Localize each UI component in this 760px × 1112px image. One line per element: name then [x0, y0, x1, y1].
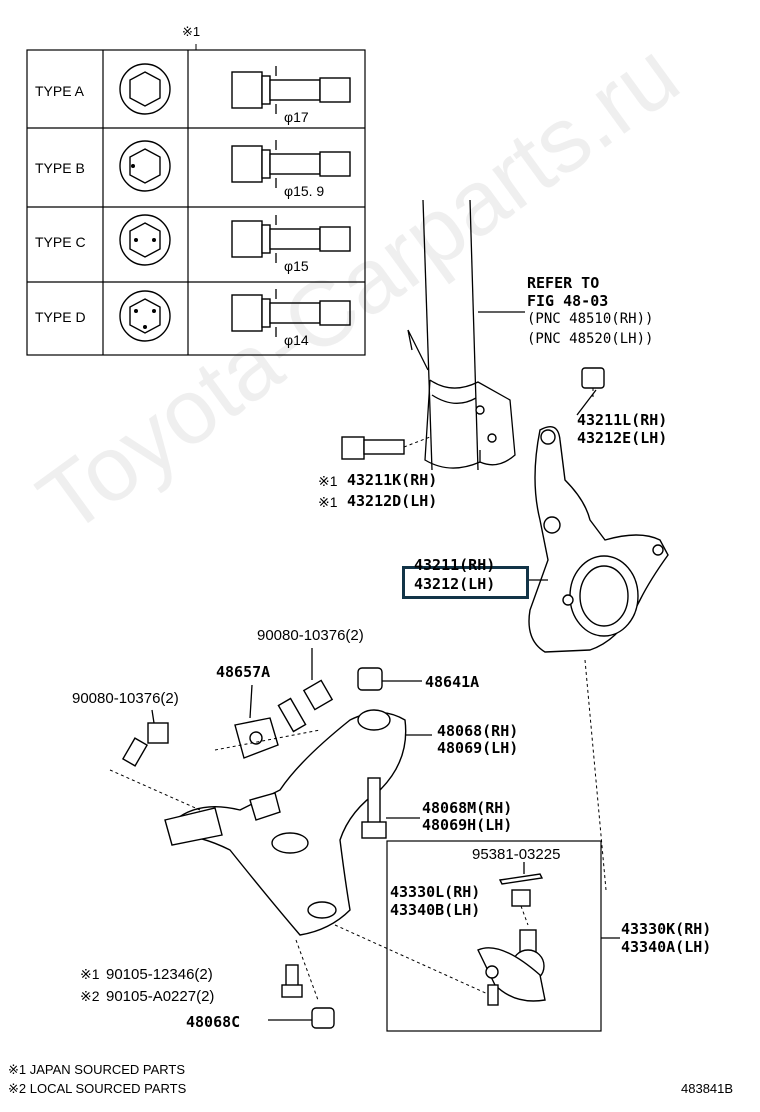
- steering-knuckle: [528, 426, 669, 891]
- highlight-box-43212: [402, 566, 529, 599]
- ball-joint-43330K-icon: [477, 929, 620, 1006]
- label-43340A[interactable]: 43340A(LH): [621, 938, 712, 956]
- type-c-label: TYPE C: [35, 234, 86, 250]
- label-48068M[interactable]: 48068M(RH): [422, 799, 513, 817]
- cotter-pin-95381-icon: [498, 862, 544, 885]
- table-header-mark: ※1: [182, 24, 201, 39]
- type-c-diameter: φ15: [284, 258, 309, 274]
- bolt-head-type-d-icon: [119, 290, 171, 342]
- nut-48068C-icon: [268, 1007, 335, 1029]
- label-43211L[interactable]: 43211L(RH): [577, 411, 668, 429]
- type-b-label: TYPE B: [35, 160, 85, 176]
- label-48069H[interactable]: 48069H(LH): [422, 816, 513, 834]
- label-43340B[interactable]: 43340B(LH): [390, 901, 481, 919]
- strut-assembly: [407, 199, 525, 471]
- bolt-90105-icon: [281, 939, 319, 1001]
- footnote-japan: ※1 JAPAN SOURCED PARTS: [8, 1062, 186, 1077]
- type-b-diameter: φ15. 9: [284, 183, 325, 199]
- bolt-type-table: [26, 44, 366, 356]
- bolt-head-type-c-icon: [119, 214, 171, 266]
- refer-line-4: (PNC 48520(LH)): [527, 331, 654, 347]
- footnote-local: ※2 LOCAL SOURCED PARTS: [8, 1081, 187, 1096]
- label-48068C[interactable]: 48068C: [186, 1013, 241, 1031]
- label-95381[interactable]: 95381-03225: [472, 846, 561, 863]
- label-43212[interactable]: 43212(LH): [414, 575, 496, 593]
- label-48068[interactable]: 48068(RH): [437, 722, 519, 740]
- bolt-48068M-icon: [361, 777, 420, 839]
- label-90105-japan[interactable]: 90105-12346(2): [106, 966, 213, 983]
- leader-43211L: [576, 389, 597, 416]
- nut-48641A-icon: [357, 667, 422, 691]
- mark-japan-2: ※1: [318, 494, 338, 510]
- label-43211[interactable]: 43211(RH): [414, 556, 496, 574]
- hub-bolt-type-d-icon: [231, 289, 351, 337]
- nut-43211L-icon: [581, 367, 605, 400]
- hub-bolt-type-c-icon: [231, 215, 351, 263]
- label-90080-left[interactable]: 90080-10376(2): [72, 690, 179, 707]
- ball-joint-group-box: [386, 840, 602, 1032]
- hub-bolt-type-a-icon: [231, 66, 351, 114]
- label-90080-upper[interactable]: 90080-10376(2): [257, 627, 364, 644]
- label-90105-local[interactable]: 90105-A0227(2): [106, 988, 215, 1005]
- castle-nut-43330L-icon: [511, 889, 531, 926]
- label-43212E[interactable]: 43212E(LH): [577, 429, 668, 447]
- figure-id: 483841B: [681, 1081, 734, 1096]
- type-a-label: TYPE A: [35, 83, 85, 99]
- mark-japan-3: ※1: [80, 966, 100, 982]
- refer-line-3: (PNC 48510(RH)): [527, 311, 654, 327]
- clamp-48657A-icon: [234, 684, 279, 759]
- mark-japan-1: ※1: [318, 473, 338, 489]
- label-43330L[interactable]: 43330L(RH): [390, 883, 481, 901]
- type-a-diameter: φ17: [284, 109, 309, 125]
- label-48641A[interactable]: 48641A: [425, 673, 480, 691]
- label-43212D[interactable]: 43212D(LH): [347, 492, 438, 510]
- label-43330K[interactable]: 43330K(RH): [621, 920, 712, 938]
- bolt-90080-upper-icon: [277, 648, 334, 733]
- lower-control-arm: [109, 709, 491, 996]
- bolt-head-type-a-icon: [119, 63, 171, 115]
- bolt-43211K-icon: [341, 436, 431, 460]
- mark-local: ※2: [80, 988, 100, 1004]
- type-d-label: TYPE D: [35, 309, 86, 325]
- type-d-diameter: φ14: [284, 332, 309, 348]
- bolt-90080-left-icon: [121, 709, 169, 767]
- refer-line-2: FIG 48-03: [527, 292, 609, 310]
- refer-line-1: REFER TO: [527, 274, 600, 292]
- bolt-head-type-b-icon: [119, 140, 171, 192]
- label-48657A[interactable]: 48657A: [216, 663, 271, 681]
- label-48069[interactable]: 48069(LH): [437, 739, 519, 757]
- hub-bolt-type-b-icon: [231, 140, 351, 188]
- label-43211K[interactable]: 43211K(RH): [347, 471, 438, 489]
